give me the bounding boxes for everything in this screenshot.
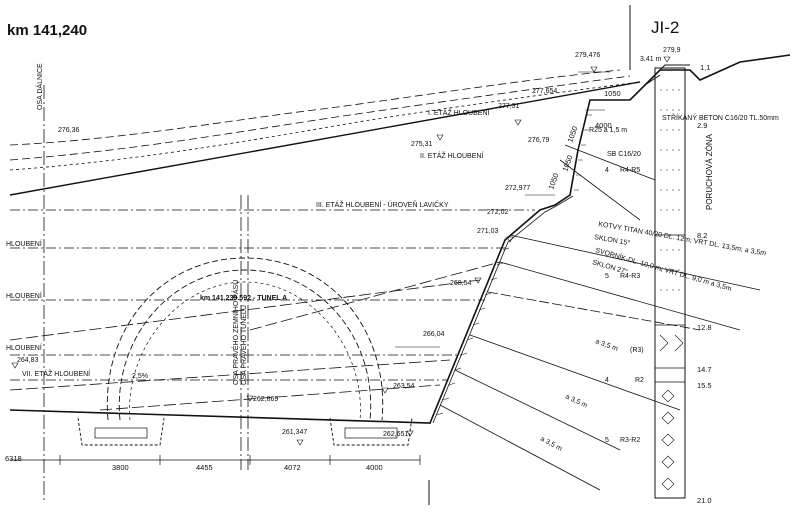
elevation-label: 268,54 [450, 280, 472, 287]
rock-class: (R3) [630, 347, 644, 354]
elevation-label: 272,977 [505, 185, 530, 192]
stage-label-vii: VII. ETÁŽ HLOUBENÍ [22, 369, 90, 378]
rock-class: R4-R5 [620, 167, 640, 174]
elevation-label: 271,03 [477, 228, 499, 235]
borehole-depth: 8.2 [697, 231, 707, 240]
borehole-column [654, 67, 686, 499]
terrain-lines [9, 69, 641, 171]
elevation-label: 263,54 [393, 383, 415, 390]
note-r25: R25 a 1,5 m [589, 127, 627, 134]
dimension-label: 4455 [196, 463, 213, 472]
note-shotcrete: STŘÍKANÝ BETON C16/20 TL.50mm [662, 113, 779, 122]
section-title: km 141,240 [7, 22, 87, 39]
fault-zone-label: PORUCHOVÁ ZÓNA [705, 133, 714, 210]
borehole-depth: 2.9 [697, 121, 707, 130]
dimension-label: 1050 [560, 154, 574, 173]
elevation-label: 266,04 [423, 331, 445, 338]
stage-label-ii: II. ETÁŽ HLOUBENÍ [420, 151, 483, 160]
rock-class: 4 [605, 377, 609, 384]
stage-label-iii: III. ETÁŽ HLOUBENÍ - ÚROVEŇ LAVIČKY [316, 200, 449, 209]
elevation-label: 3,41 m [640, 56, 662, 63]
stage-label-left: HLOUBENÍ [6, 343, 42, 352]
note-slope-1: SKLON 15° [594, 233, 631, 247]
elevation-label: 262,651 [383, 431, 408, 438]
axis-tunnel-label: OSA PRAVÉHO TUNELU [239, 305, 248, 385]
dimension-label: 1,1 [700, 63, 710, 72]
dimension-label: 1050 [546, 172, 560, 191]
rock-class: 5 [605, 437, 609, 444]
elevation-label: 279,476 [575, 52, 600, 59]
dimension-label: 4000 [595, 121, 612, 130]
axis-highway-label: OSA DÁLNICE [35, 63, 44, 110]
anchor-lines [439, 144, 761, 491]
stage-lines [9, 81, 641, 411]
stage-label-i: I. ETÁŽ HLOUBENÍ [428, 108, 490, 117]
elevation-label: 279,9 [663, 47, 681, 54]
rock-class: 4 [605, 167, 609, 174]
note-grade: 2,5% [132, 373, 148, 380]
stage-label-left: HLOUBENÍ [6, 239, 42, 248]
stage-label-left: HLOUBENÍ [6, 291, 42, 300]
rock-class: R2 [635, 377, 644, 384]
borehole-depth: 14.7 [697, 365, 712, 374]
note-spacing: a 3,5 m [594, 338, 618, 353]
borehole-depth: 12.8 [697, 323, 712, 332]
elevation-label: 275,31 [411, 141, 433, 148]
rock-class: R4-R3 [620, 273, 640, 280]
rock-class: 5 [605, 273, 609, 280]
note-spacing: a 3,5 m [564, 393, 588, 409]
dimension-label: 6318 [5, 454, 22, 463]
elevation-label: 264,83 [17, 357, 39, 364]
dimension-label: 1050 [565, 125, 579, 144]
borehole-depth: 15.5 [697, 381, 712, 390]
axis-tunnel-line [240, 195, 249, 470]
tunnel-profile [77, 257, 413, 446]
dimension-label: 1050 [604, 89, 621, 98]
note-spacing: a 3,5 m [539, 436, 563, 453]
elevation-label: 272,02 [487, 209, 509, 216]
axis-tunnel-right-label: OSA PRAVÉHO ZEMNÍHO PÁSU [231, 280, 240, 385]
borehole-id: JI-2 [651, 18, 679, 37]
elevation-label: 276,36 [58, 127, 80, 134]
elevation-label: 262,869 [253, 396, 278, 403]
elevation-label: 277,654 [532, 88, 557, 95]
elevation-markers [11, 56, 671, 446]
tunnel-label: km 141,239.592 - TUNEL A [200, 295, 287, 302]
dimension-label: 3800 [112, 463, 129, 472]
dimension-line-bottom [10, 455, 421, 465]
dimension-label: 4000 [366, 463, 383, 472]
note-sb: SB C16/20 [607, 151, 641, 158]
borehole-depth: 21.0 [697, 496, 712, 505]
dimension-label: 4072 [284, 463, 301, 472]
rock-class: R3-R2 [620, 437, 640, 444]
elevation-label: 276,79 [528, 137, 550, 144]
elevation-label: 277,31 [498, 103, 520, 110]
elevation-label: 261,347 [282, 429, 307, 436]
